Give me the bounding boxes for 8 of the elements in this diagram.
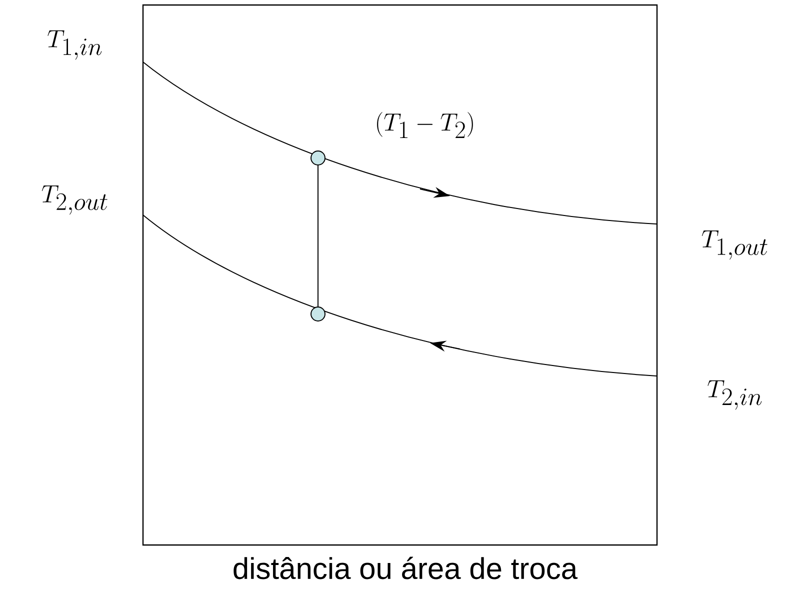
temperature-label: $T_{2,in}$	[708, 380, 762, 410]
temperature-label: $T_{2,out}$	[42, 186, 108, 215]
temperature-label: $(T_1 - T_2)$	[377, 112, 473, 138]
temperature-label: $T_{1,out}$	[702, 230, 768, 260]
point-marker	[310, 150, 326, 166]
point-marker	[310, 306, 326, 322]
temperature-label: $T_{1,in}$	[48, 30, 102, 60]
axis-label: distância ou área de troca	[234, 556, 578, 580]
